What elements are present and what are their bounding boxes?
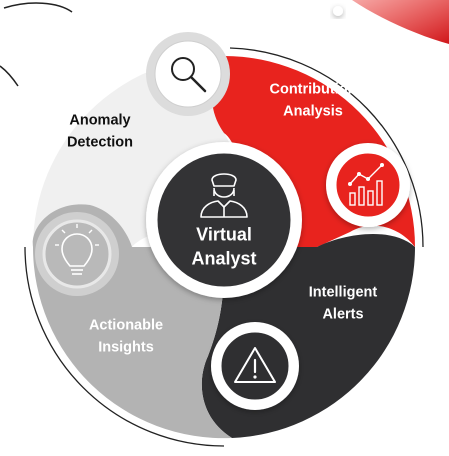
outline-arc-bottom-left [24, 246, 225, 447]
corner-accent-shape [352, 0, 449, 44]
bar-chart-icon [326, 143, 410, 227]
outline-arc-top-right [229, 47, 424, 248]
label-anomaly-detection: Anomaly Detection [66, 112, 134, 150]
label-contribution-analysis: Contribution Analysis [269, 81, 357, 119]
lightbulb-icon [35, 212, 119, 296]
analyst-person-icon [200, 173, 248, 218]
magnifier-icon [146, 32, 230, 116]
center-label: Virtual Analyst [191, 224, 257, 269]
warning-icon [211, 322, 299, 410]
outer-arc-decoration-2 [0, 65, 19, 87]
label-actionable-insights: Actionable Insights [88, 317, 164, 355]
label-intelligent-alerts: Intelligent Alerts [308, 284, 378, 322]
center-hub [146, 142, 302, 298]
decorative-dot [333, 6, 343, 16]
outer-arc-decoration [3, 2, 73, 13]
